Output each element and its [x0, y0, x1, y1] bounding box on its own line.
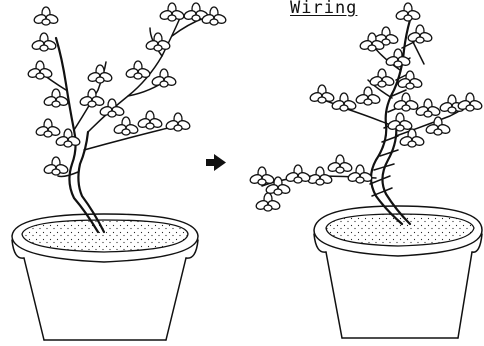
before-plant — [12, 3, 227, 340]
arrow-right-icon — [206, 154, 226, 171]
before-pot — [12, 214, 198, 340]
after-plant — [249, 3, 483, 338]
before-foliage — [27, 3, 227, 175]
after-pot — [314, 206, 482, 338]
